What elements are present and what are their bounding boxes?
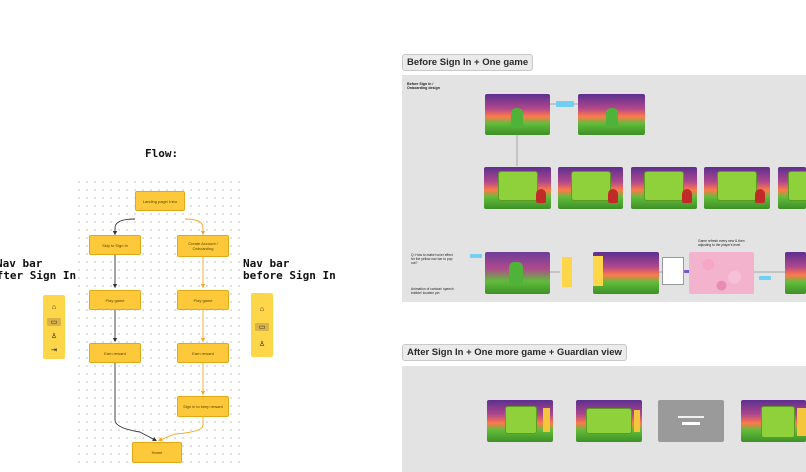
sticky-note[interactable]: [556, 101, 574, 107]
design-frame[interactable]: [785, 252, 806, 294]
design-frame[interactable]: [778, 167, 806, 209]
note-refresh-line2: adjusting to the player's level: [698, 243, 741, 248]
section-title-after-signin[interactable]: After Sign In + One more game + Guardian…: [402, 344, 627, 361]
note-hover-line2: for the yellow nav bar to pop: [411, 257, 453, 262]
note-hover-effect: Q: How to make hover effect for the yell…: [411, 253, 453, 266]
design-frame[interactable]: [658, 400, 724, 442]
navbar-after-signin[interactable]: ⌂ ▭ ♙ ⇥: [43, 295, 65, 359]
flow-node-play-game-left[interactable]: Play game: [89, 290, 141, 310]
sticky-note[interactable]: [470, 254, 482, 258]
flow-node-skip-signin[interactable]: Skip to Sign In: [89, 235, 141, 255]
note-animation: Animation of cartoon/ speech bubble/ loc…: [411, 287, 454, 295]
navbar-after-label-line1: Nav bar: [0, 257, 43, 270]
note-refresh-line1: Game refresh every new & then: [698, 239, 745, 243]
design-frame[interactable]: [741, 400, 806, 442]
logout-icon[interactable]: ⇥: [51, 347, 57, 354]
design-frame[interactable]: [576, 400, 642, 442]
design-frame[interactable]: [631, 167, 697, 209]
flow-node-create-account[interactable]: Create Account / Onboarding: [177, 235, 229, 257]
note-animation-line1: Animation of cartoon/ speech: [411, 287, 454, 291]
flow-node-home[interactable]: Home: [132, 442, 182, 463]
navbar-before-label-line2: before Sign In: [243, 269, 336, 282]
design-frame[interactable]: [593, 252, 659, 294]
section-title-before-signin[interactable]: Before Sign In + One game: [402, 54, 534, 71]
section1-heading: Before Sign In / Onboarding design: [407, 82, 440, 90]
sticky-note[interactable]: [684, 270, 690, 273]
connector: [184, 218, 206, 236]
note-hover-line3: out?: [411, 261, 418, 266]
navbar-after-label: Nav bar after Sign In: [0, 258, 76, 282]
flow-node-signin-keep-reward[interactable]: Sign in to keep reward: [177, 396, 229, 417]
flow-node-earn-reward-right[interactable]: Earn reward: [177, 343, 229, 363]
design-frame[interactable]: [484, 167, 551, 209]
section1-heading-line1: Before Sign In /: [407, 82, 434, 86]
person-plus-icon[interactable]: ♙: [258, 341, 266, 348]
home-icon[interactable]: ⌂: [51, 303, 57, 311]
connector: [114, 363, 157, 442]
flow-node-play-game-right[interactable]: Play game: [177, 290, 229, 310]
navbar-before-signin[interactable]: ⌂ ▭ ♙: [251, 293, 273, 357]
note-game-refresh: Game refresh every new & then adjusting …: [698, 239, 745, 247]
design-frame[interactable]: [485, 94, 550, 135]
section1-heading-line2: Onboarding design: [407, 86, 440, 91]
design-frame[interactable]: [558, 167, 623, 209]
wallet-icon[interactable]: ▭: [47, 318, 61, 326]
navbar-before-label-line1: Nav bar: [243, 257, 290, 270]
note-animation-line2: bubble/ location pin: [411, 291, 440, 296]
navbar-after-label-line2: after Sign In: [0, 269, 77, 282]
flow-node-earn-reward-left[interactable]: Earn reward: [89, 343, 141, 363]
flow-title: Flow:: [145, 147, 179, 160]
person-plus-icon[interactable]: ♙: [50, 333, 58, 340]
note-hover-line1: Q: How to make hover effect: [411, 253, 453, 257]
design-frame[interactable]: [689, 252, 754, 294]
home-icon[interactable]: ⌂: [259, 305, 265, 313]
wallet-icon[interactable]: ▭: [255, 323, 269, 331]
flow-canvas: [75, 178, 241, 468]
navbar-before-label: Nav bar before Sign In: [243, 258, 336, 282]
connector: [157, 417, 204, 442]
navbar-preview[interactable]: [562, 257, 572, 287]
design-frame[interactable]: [487, 400, 553, 442]
design-frame[interactable]: [704, 167, 770, 209]
flow-node-landing[interactable]: Landing page/ Intro: [135, 191, 185, 211]
design-frame[interactable]: [485, 252, 550, 294]
design-frame[interactable]: [578, 94, 645, 135]
connector: [112, 218, 136, 236]
flow-mini-diagram[interactable]: [662, 257, 684, 285]
sticky-note[interactable]: [759, 276, 771, 280]
